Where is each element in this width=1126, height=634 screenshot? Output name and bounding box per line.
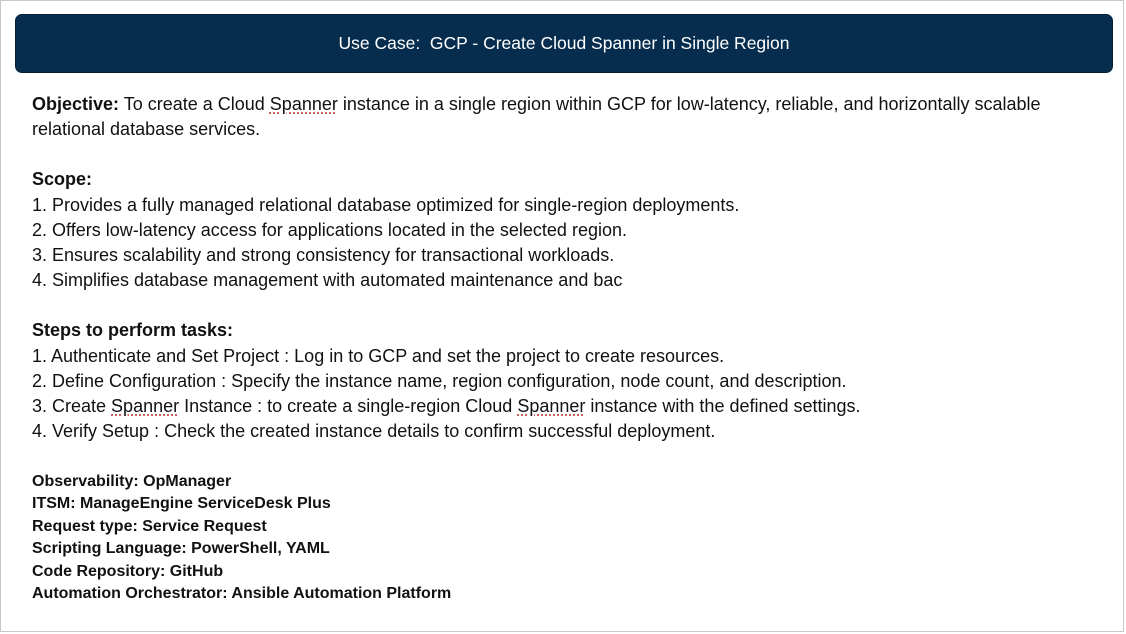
step-item: 2. Define Configuration : Specify the in…	[32, 370, 847, 391]
scope-item: 4. Simplifies database management with a…	[32, 270, 623, 291]
step3-part1: 3. Create	[32, 396, 112, 417]
meta-observability: Observability: OpManager	[32, 473, 232, 490]
scope-item: 3. Ensures scalability and strong consis…	[32, 245, 615, 266]
meta-code-repository: Code Repository: GitHub	[32, 562, 224, 580]
scope-item: 1. Provides a fully managed relational d…	[32, 194, 740, 215]
scope-item: 2. Offers low-latency access for applica…	[32, 219, 627, 240]
meta-automation-orchestrator: Automation Orchestrator: Ansible Automat…	[32, 585, 452, 603]
slide-title: Use Case: GCP - Create Cloud Spanner in …	[338, 33, 790, 53]
meta-itsm: ITSM: ManageEngine ServiceDesk Plus	[32, 495, 331, 513]
metadata-block: Observability: OpManager ITSM: ManageEng…	[32, 471, 451, 605]
step-item: 3. Create Spanner Instance : to create a…	[32, 394, 1102, 419]
step-item: 4. Verify Setup : Check the created inst…	[32, 421, 716, 442]
objective-paragraph: Objective: To create a Cloud Spanner ins…	[32, 92, 1102, 142]
spacer	[32, 293, 1102, 318]
spacer	[32, 142, 1102, 167]
step3-part3: instance with the defined settings.	[585, 396, 861, 417]
objective-label: Objective:	[32, 94, 120, 114]
steps-heading-text: Steps to perform tasks:	[32, 320, 234, 341]
objective-text-after: instance in a single region within GCP f…	[32, 94, 1041, 140]
title-banner: Use Case: GCP - Create Cloud Spanner in …	[15, 14, 1113, 73]
meta-request-type: Request type: Service Request	[32, 517, 267, 535]
content-body: Objective: To create a Cloud Spanner ins…	[32, 92, 1102, 444]
meta-scripting-language: Scripting Language: PowerShell, YAML	[32, 540, 330, 558]
objective-term: Spanner	[269, 94, 338, 114]
step3-term1: Spanner	[111, 396, 180, 417]
step3-part2: Instance : to create a single-region Clo…	[179, 396, 518, 417]
step3-term2: Spanner	[517, 396, 586, 417]
scope-heading: Scope:	[32, 167, 1102, 192]
objective-text-before: To create a Cloud	[119, 94, 270, 114]
scope-heading-text: Scope:	[32, 169, 93, 190]
step-item: 1. Authenticate and Set Project : Log in…	[32, 345, 725, 366]
steps-heading: Steps to perform tasks:	[32, 318, 1102, 343]
